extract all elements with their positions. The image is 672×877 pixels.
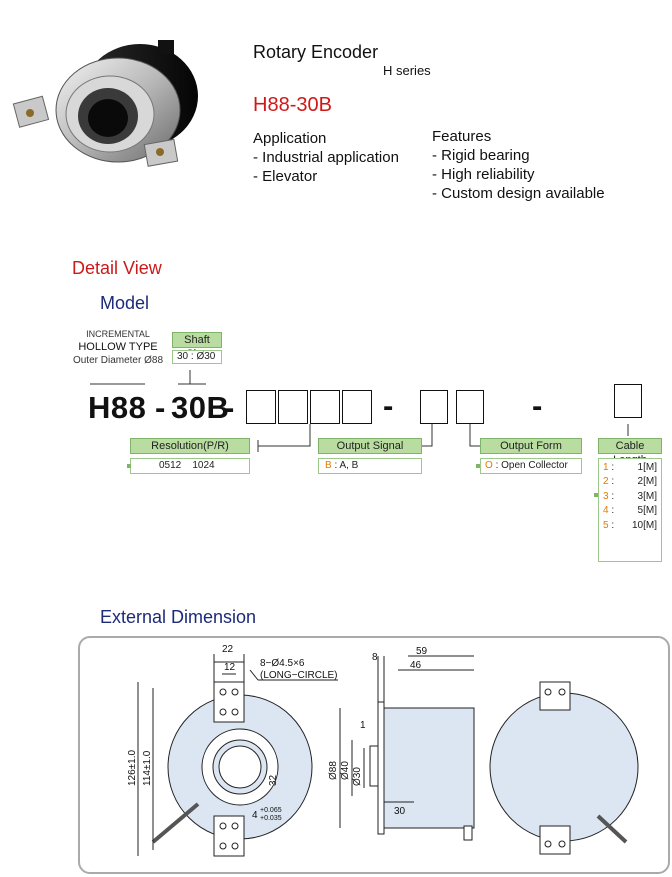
code-slot bbox=[420, 390, 448, 424]
code-dash: - bbox=[155, 390, 166, 425]
code-slot bbox=[246, 390, 276, 424]
code-slot bbox=[456, 390, 484, 424]
output-signal-value-row: B : A, B bbox=[318, 458, 422, 474]
cable-value: 5[M] bbox=[637, 505, 657, 517]
cable-value: 3[M] bbox=[637, 490, 657, 502]
code-dash: - bbox=[383, 388, 394, 423]
output-signal-key: B bbox=[325, 460, 332, 471]
output-form-tag: Output Form bbox=[480, 438, 582, 454]
code-slot bbox=[278, 390, 308, 424]
model-heading: Model bbox=[100, 293, 150, 313]
resolution-tag: Resolution(P/R) bbox=[130, 438, 250, 454]
external-dimension-heading: External Dimension bbox=[100, 607, 257, 627]
model-connector-lines bbox=[90, 370, 629, 452]
type-line: INCREMENTAL bbox=[86, 329, 150, 339]
code-slot bbox=[342, 390, 372, 424]
cable-key: 4 bbox=[603, 505, 609, 517]
features-item: - Custom design available bbox=[432, 185, 605, 202]
dim-126: 126±1.0 bbox=[127, 749, 138, 786]
dim-holes: 8−Ø4.5×6 bbox=[260, 658, 305, 669]
features-item: - Rigid bearing bbox=[432, 147, 530, 164]
cable-key: 1 bbox=[603, 462, 609, 473]
cable-length-item: 1 : 1[M] bbox=[603, 461, 657, 475]
detail-view-heading: Detail View bbox=[72, 258, 162, 278]
encoder-photo bbox=[12, 40, 198, 167]
dim-59: 59 bbox=[416, 646, 428, 657]
dim-4-tol: +0.065 bbox=[260, 807, 282, 814]
resolution-values: 0512 1024 bbox=[130, 458, 250, 474]
dim-4-tol2: +0.035 bbox=[260, 815, 282, 822]
cable-length-item: 3 : 3[M] bbox=[603, 490, 657, 504]
dim-4: 4 bbox=[252, 810, 258, 821]
cable-key: 2 bbox=[603, 476, 609, 488]
output-form-key: O bbox=[485, 460, 493, 471]
shaft-size-value: 30 : Ø30 bbox=[172, 350, 222, 364]
application-heading: Application bbox=[253, 130, 327, 147]
output-signal-tag: Output Signal bbox=[318, 438, 422, 454]
dim-30b: 30 bbox=[394, 806, 406, 817]
output-signal-value: : A, B bbox=[334, 460, 359, 471]
cable-key: 5 bbox=[603, 519, 609, 531]
bullet-square bbox=[594, 493, 598, 497]
features-block: Features - Rigid bearing - High reliabil… bbox=[432, 127, 605, 203]
cable-length-item: 4 : 5[M] bbox=[603, 504, 657, 518]
cable-length-item: 5 : 10[M] bbox=[603, 519, 657, 533]
series-label: H series bbox=[383, 63, 431, 78]
cable-value: 10[M] bbox=[631, 519, 657, 531]
cable-length-list: 1 : 1[M] 2 : 2[M] 3 : 3[M] 4 : 5[M] 5 : … bbox=[598, 458, 662, 562]
dim-holes-long: (LONG−CIRCLE) bbox=[260, 670, 338, 681]
cable-length-tag: Cable Length bbox=[598, 438, 662, 466]
dim-8: 8 bbox=[372, 652, 378, 663]
bullet-square bbox=[476, 464, 480, 468]
dim-88: Ø88 bbox=[328, 761, 339, 780]
type-line: HOLLOW TYPE bbox=[78, 341, 158, 353]
cable-value: 1[M] bbox=[637, 462, 657, 473]
application-block: Application - Industrial application - E… bbox=[253, 129, 399, 186]
dim-30: Ø30 bbox=[352, 767, 363, 786]
application-item: - Elevator bbox=[253, 168, 318, 185]
code-30b: 30B bbox=[171, 390, 230, 425]
application-item: - Industrial application bbox=[253, 149, 399, 166]
code-dash: - bbox=[224, 390, 235, 425]
cable-length-item: 2 : 2[M] bbox=[603, 475, 657, 489]
dimension-drawing-frame bbox=[78, 636, 670, 874]
dim-1: 1 bbox=[360, 720, 366, 731]
dim-46: 46 bbox=[410, 660, 422, 671]
dim-114: 114±1.0 bbox=[142, 750, 153, 786]
code-slot bbox=[614, 384, 642, 418]
model-code: H88-30B bbox=[253, 94, 332, 116]
cable-value: 2[M] bbox=[637, 476, 657, 488]
code-dash: - bbox=[532, 388, 543, 423]
bullet-square bbox=[127, 464, 131, 468]
product-title: Rotary Encoder bbox=[253, 42, 379, 62]
dim-22: 22 bbox=[222, 644, 234, 655]
type-line: Outer Diameter Ø88 bbox=[72, 355, 164, 366]
output-form-value-row: O : Open Collector bbox=[480, 458, 582, 474]
output-form-value: : Open Collector bbox=[495, 460, 568, 471]
code-slot bbox=[310, 390, 340, 424]
features-heading: Features bbox=[432, 128, 492, 145]
dim-40: Ø40 bbox=[340, 761, 351, 780]
features-item: - High reliability bbox=[432, 166, 535, 183]
type-description: INCREMENTAL HOLLOW TYPE Outer Diameter Ø… bbox=[68, 328, 168, 367]
dim-12: 12 bbox=[224, 662, 236, 673]
dim-32: 32 bbox=[268, 774, 279, 786]
dimension-drawing: 22 12 8−Ø4.5×6 (LONG−CIRCLE) 126±1.0 114… bbox=[127, 644, 639, 857]
cable-key: 3 bbox=[603, 490, 609, 502]
code-h88: H88 bbox=[88, 390, 147, 425]
